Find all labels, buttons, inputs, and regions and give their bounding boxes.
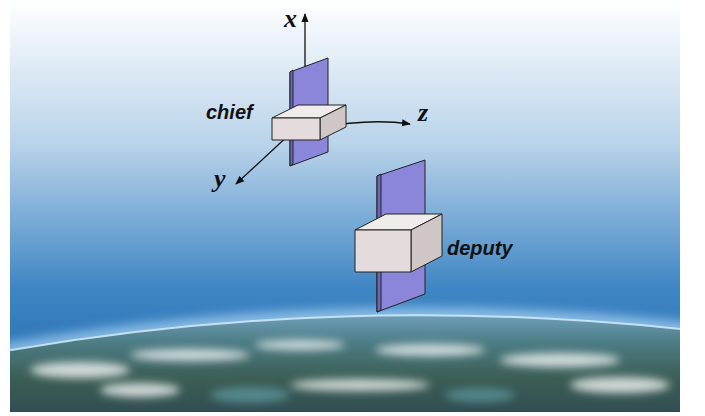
axis-label: x bbox=[284, 6, 297, 32]
spacecraft-label: deputy bbox=[447, 238, 513, 258]
spacecraft-label: chief bbox=[206, 102, 253, 122]
axis-label: y bbox=[214, 166, 226, 192]
axis-label: z bbox=[418, 100, 428, 126]
